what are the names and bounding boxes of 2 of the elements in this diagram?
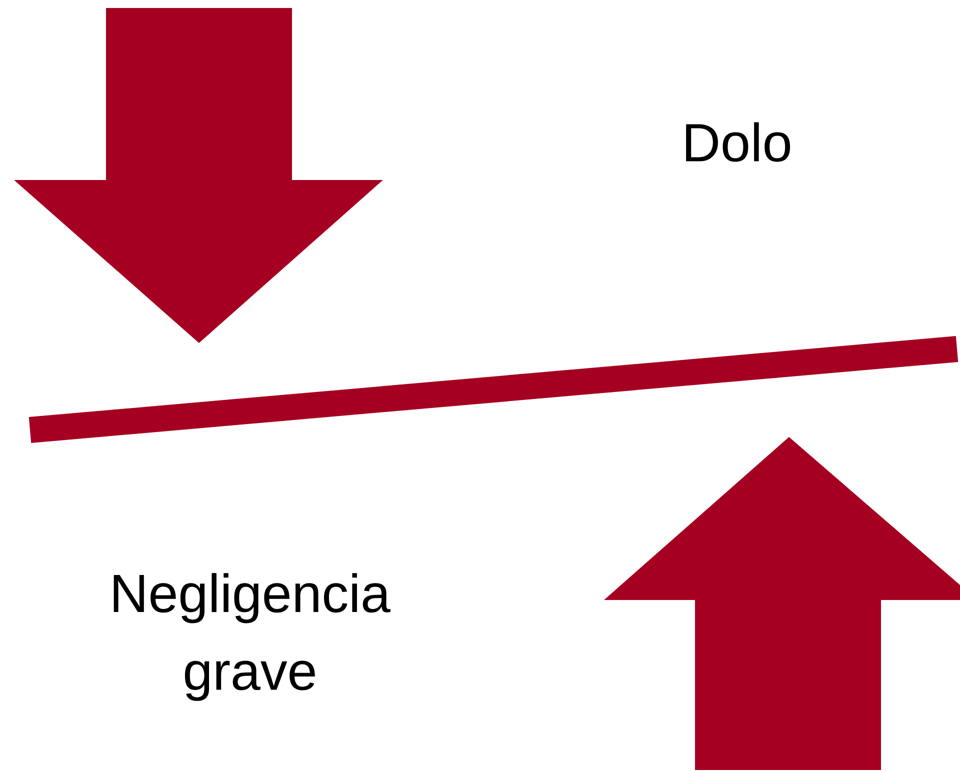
label-text: Dolo — [686, 122, 790, 162]
label-text: Negligencia grave — [114, 573, 390, 701]
